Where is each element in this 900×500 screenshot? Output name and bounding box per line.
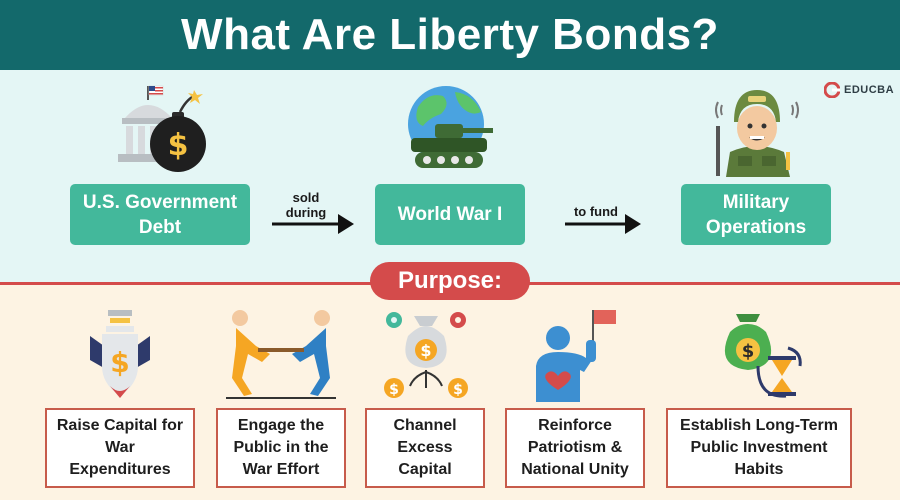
svg-text:$: $ [420, 341, 431, 360]
money-bomb-icon: $ [90, 310, 150, 398]
purpose-card-engage-public: Engage the Public in the War Effort [216, 408, 346, 488]
purpose-card-reinforce-patriotism: Reinforce Patriotism & National Unity [505, 408, 645, 488]
educba-logo-icon [824, 82, 840, 98]
brand: EDUCBA [824, 82, 894, 98]
svg-text:$: $ [110, 346, 129, 379]
box-military-operations: Military Operations [681, 184, 831, 245]
patriot-flag-icon [536, 310, 616, 402]
arrow-label-sold-during: sold during [285, 190, 327, 220]
svg-text:$: $ [168, 128, 189, 163]
money-hourglass-icon: $ [724, 314, 802, 398]
page-title: What Are Liberty Bonds? [181, 10, 719, 59]
arrow-right-icon [565, 214, 641, 234]
box-us-government-debt: U.S. Government Debt [70, 184, 250, 245]
brand-name: EDUCBA [844, 84, 895, 96]
purpose-card-channel-capital: Channel Excess Capital [365, 408, 485, 488]
arrow-label-to-fund: to fund [573, 204, 619, 219]
soldier-icon [715, 90, 799, 177]
purpose-heading: Purpose: [370, 262, 530, 300]
government-bomb-icon: $ [118, 85, 206, 172]
purpose-card-investment-habits: Establish Long-Term Public Investment Ha… [666, 408, 852, 488]
svg-text:$: $ [389, 382, 399, 398]
svg-text:$: $ [453, 382, 463, 398]
tug-of-war-icon [226, 310, 336, 399]
globe-tank-icon [408, 86, 493, 168]
svg-text:$: $ [742, 341, 755, 362]
box-world-war-i: World War I [375, 184, 525, 245]
arrow-right-icon [272, 214, 354, 234]
purpose-card-raise-capital: Raise Capital for War Expenditures [45, 408, 195, 488]
header: What Are Liberty Bonds? [0, 0, 900, 70]
money-bag-flow-icon: $ $ $ [384, 312, 468, 398]
